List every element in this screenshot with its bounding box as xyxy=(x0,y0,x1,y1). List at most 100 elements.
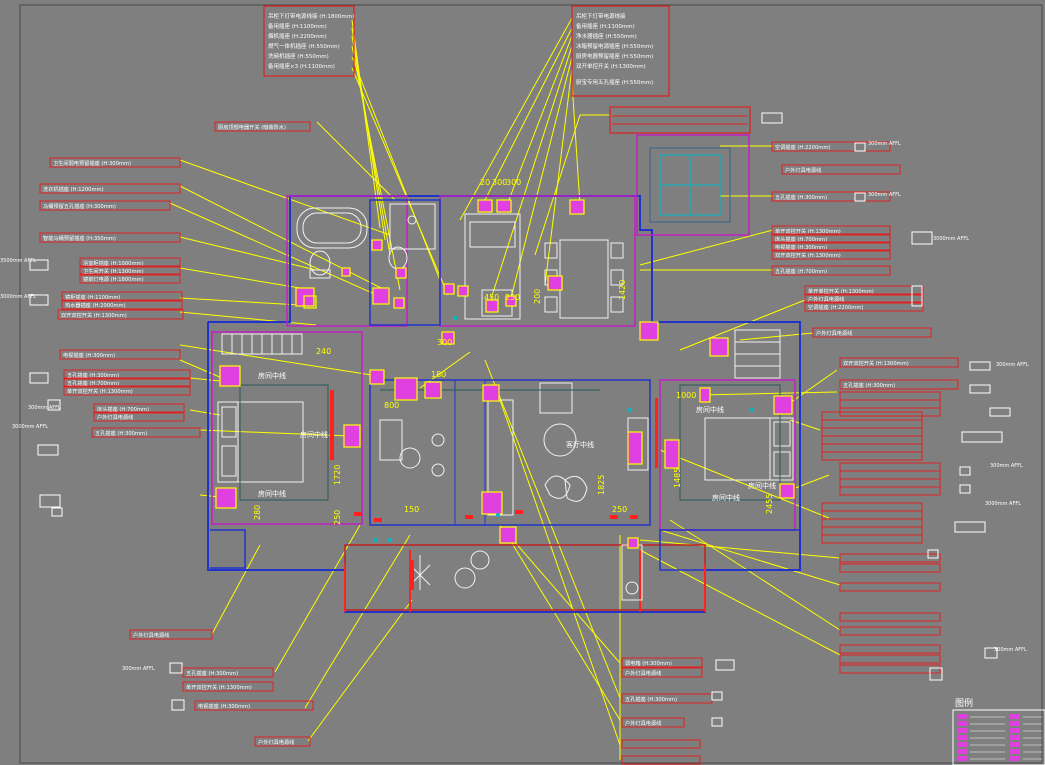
svg-text:3000mm AFFL: 3000mm AFFL xyxy=(12,424,48,430)
callout-box xyxy=(839,391,941,401)
svg-text:五孔插座 (H:300mm): 五孔插座 (H:300mm) xyxy=(186,669,238,677)
svg-text:3500mm AFFL: 3500mm AFFL xyxy=(0,258,36,264)
callout-box xyxy=(839,478,941,488)
left-callout: 电视插座 (H:300mm) xyxy=(59,349,181,360)
svg-text:备用插座 (H:1100mm): 备用插座 (H:1100mm) xyxy=(576,22,635,30)
svg-text:1720: 1720 xyxy=(333,465,342,485)
svg-text:房间中线: 房间中线 xyxy=(748,481,776,490)
svg-text:300mm AFFL: 300mm AFFL xyxy=(990,463,1023,469)
svg-text:房间中线: 房间中线 xyxy=(258,489,286,498)
right-callout: 五孔插座 (H:300mm) xyxy=(839,379,959,390)
legend-symbol xyxy=(957,721,967,726)
svg-text:180: 180 xyxy=(431,370,446,379)
legend-symbol xyxy=(1010,756,1020,761)
callout-box xyxy=(839,470,941,480)
left-callout: 五孔插座 (H:300mm) xyxy=(91,427,201,438)
kitchen-partition xyxy=(439,195,636,327)
left-callout: 床头插座 (H:700mm) xyxy=(93,403,185,414)
svg-text:备用插座 (H:1100mm): 备用插座 (H:1100mm) xyxy=(268,22,327,30)
bottom-callout: 五孔插座 (H:300mm) xyxy=(182,667,274,678)
svg-text:300: 300 xyxy=(437,338,452,347)
callout-box xyxy=(821,435,923,445)
bottom-callout: 户外灯具电源线 xyxy=(621,667,703,678)
svg-text:厨宝专用五孔插座 (H:550mm): 厨宝专用五孔插座 (H:550mm) xyxy=(576,78,653,86)
svg-text:1825: 1825 xyxy=(597,475,606,495)
bottom-callout: 户外灯具电源线 xyxy=(621,717,685,728)
svg-text:450: 450 xyxy=(484,293,499,302)
entry-bath xyxy=(369,199,441,326)
kitchen-counter xyxy=(464,213,521,320)
svg-text:户外灯具电源线: 户外灯具电源线 xyxy=(785,166,821,174)
svg-text:弱电箱 (H:300mm): 弱电箱 (H:300mm) xyxy=(625,659,672,667)
svg-text:浴室柜插座 (H:1000mm): 浴室柜插座 (H:1000mm) xyxy=(83,259,144,267)
balcony-grid xyxy=(649,147,731,223)
right-callout: 电视插座 (H:300mm) xyxy=(771,241,891,252)
svg-text:户外灯具电源线: 户外灯具电源线 xyxy=(816,329,852,337)
svg-text:单开双控开关 (H:1300mm): 单开双控开关 (H:1300mm) xyxy=(775,227,841,235)
svg-text:五孔插座 (H:300mm): 五孔插座 (H:300mm) xyxy=(775,193,827,201)
svg-text:厨房顶部电器开关 (暗装防水): 厨房顶部电器开关 (暗装防水) xyxy=(218,123,286,131)
svg-text:吊柜下灯带电源线接 (H:1800mm): 吊柜下灯带电源线接 (H:1800mm) xyxy=(268,12,354,20)
bathtub xyxy=(296,207,368,249)
svg-text:房间中线: 房间中线 xyxy=(258,371,286,380)
legend-symbol xyxy=(957,742,967,747)
svg-text:五孔插座 (H:300mm): 五孔插座 (H:300mm) xyxy=(625,695,677,703)
left-callout: 洗衣机插座 (H:1200mm) xyxy=(39,183,181,194)
teal-dots xyxy=(374,316,754,542)
svg-text:户外灯具电源线: 户外灯具电源线 xyxy=(625,669,661,677)
edge-symbols xyxy=(29,142,1011,727)
bottom-callout: 单开双控开关 (H:1300mm) xyxy=(182,681,274,692)
svg-text:五孔插座 (H:300mm): 五孔插座 (H:300mm) xyxy=(843,381,895,389)
svg-text:洗碗机插座 (H:550mm): 洗碗机插座 (H:550mm) xyxy=(268,52,329,60)
svg-text:床头插座 (H:700mm): 床头插座 (H:700mm) xyxy=(97,405,149,413)
left-callout: 镜柜插座 (H:1100mm) xyxy=(61,291,183,302)
svg-text:双开双控开关 (H:1300mm): 双开双控开关 (H:1300mm) xyxy=(61,311,127,319)
callout-box xyxy=(839,626,941,636)
svg-text:300mm AFFL: 300mm AFFL xyxy=(28,405,61,411)
right-callout: 户外灯具电源线 xyxy=(781,164,901,175)
right-callout: 空调插座 (H:2200mm) xyxy=(804,301,924,312)
left-callout: 厨房顶部电器开关 (暗装防水) xyxy=(214,121,311,132)
svg-text:客厅中线: 客厅中线 xyxy=(566,440,594,449)
svg-text:单开双控开关 (H:1300mm): 单开双控开关 (H:1300mm) xyxy=(67,387,133,395)
outlets xyxy=(215,199,795,549)
legend-title: 图例 xyxy=(955,697,973,709)
svg-text:1420: 1420 xyxy=(618,280,627,300)
svg-text:150: 150 xyxy=(404,505,419,514)
svg-text:250: 250 xyxy=(505,293,520,302)
svg-text:300: 300 xyxy=(506,178,521,187)
svg-text:烟机插座 (H:2200mm): 烟机插座 (H:2200mm) xyxy=(268,32,327,40)
right-callout: 户外灯具电源线 xyxy=(812,327,932,338)
svg-text:单开双控开关 (H:1300mm): 单开双控开关 (H:1300mm) xyxy=(186,683,252,691)
legend: 图例 xyxy=(952,697,1045,765)
balcony-right-bay xyxy=(659,529,801,571)
legend-symbol xyxy=(1010,742,1020,747)
dimension-labels: 20 300 300 450 250 200 1420 240 300 180 … xyxy=(253,178,774,525)
balcony-bottom xyxy=(344,544,706,611)
svg-text:空调插座 (H:2200mm): 空调插座 (H:2200mm) xyxy=(808,303,863,311)
svg-text:洗衣机插座 (H:1200mm): 洗衣机插座 (H:1200mm) xyxy=(43,185,104,193)
callout-box xyxy=(821,451,923,461)
left-callout: 户外灯具电源线 xyxy=(93,411,185,422)
svg-text:镜柜插座 (H:1100mm): 镜柜插座 (H:1100mm) xyxy=(65,293,120,301)
bottom-callout: 户外灯具电源线 xyxy=(254,736,311,747)
svg-text:卫生间弱电预留插座 (H:300mm): 卫生间弱电预留插座 (H:300mm) xyxy=(53,159,131,167)
svg-text:燃气一体机插座 (H:550mm): 燃气一体机插座 (H:550mm) xyxy=(268,42,340,50)
bottom-callout: 弱电箱 (H:300mm) xyxy=(621,657,703,668)
callout-box xyxy=(621,755,701,765)
svg-text:卫生间开关 (H:1300mm): 卫生间开关 (H:1300mm) xyxy=(83,267,144,275)
left-callout: 五孔插座 (H:300mm) xyxy=(63,369,191,380)
callout-box xyxy=(839,486,941,496)
room-labels: 房间中线 房间中线 房间中线 房间中线 房间中线 房间中线 客厅中线 xyxy=(258,371,776,502)
right-callout: 单开双控开关 (H:1300mm) xyxy=(771,225,891,236)
legend-symbol xyxy=(957,728,967,733)
callout-box xyxy=(839,563,941,573)
svg-text:双开双控开关 (H:1300mm): 双开双控开关 (H:1300mm) xyxy=(775,251,841,259)
svg-text:单开单控开关 (H:1300mm): 单开单控开关 (H:1300mm) xyxy=(808,287,874,295)
callout-top-left: 吊柜下灯带电源线接 (H:1800mm) 备用插座 (H:1100mm) 烟机插… xyxy=(263,5,355,77)
left-callout: 五孔插座 (H:700mm) xyxy=(63,377,191,388)
callout-box xyxy=(821,526,923,536)
svg-text:电视插座 (H:300mm): 电视插座 (H:300mm) xyxy=(775,243,827,251)
svg-text:户外灯具电源线: 户外灯具电源线 xyxy=(97,413,133,421)
svg-text:300mm AFFL: 300mm AFFL xyxy=(868,141,901,147)
